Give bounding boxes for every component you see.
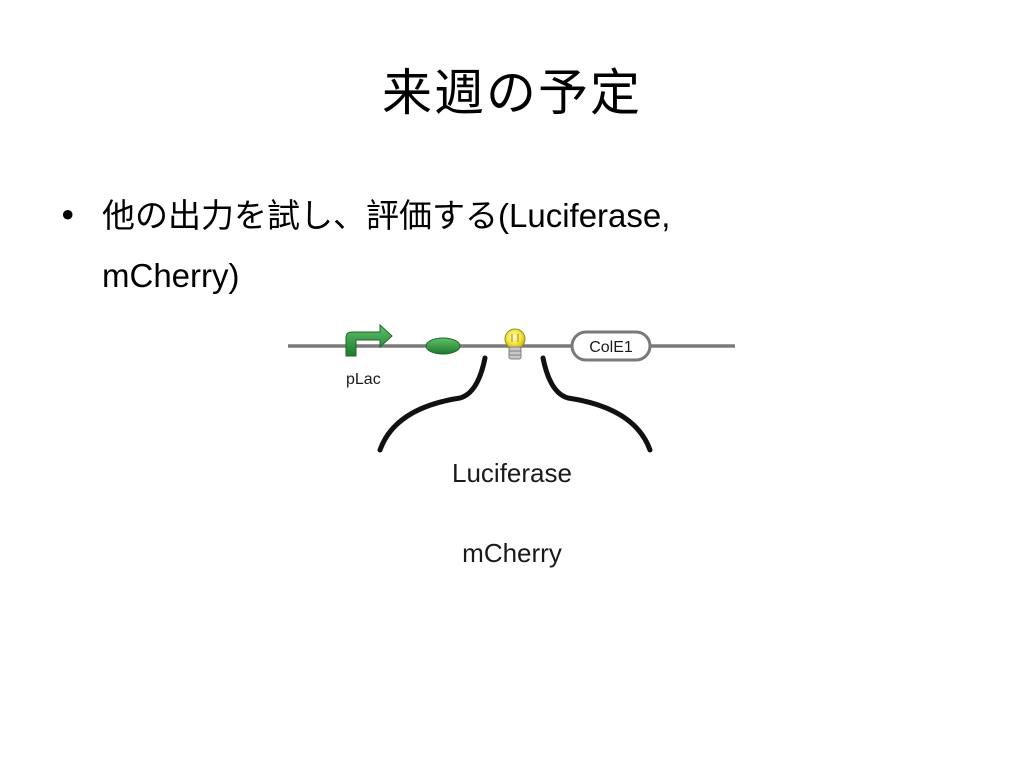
circuit-svg: pLac ColE1 Luciferase mCherry [288, 323, 735, 568]
genetic-circuit-diagram: pLac ColE1 Luciferase mCherry [280, 318, 750, 588]
gene-option-label: mCherry [462, 538, 562, 568]
bullet-text-jp: 他の出力を試し、評価する [102, 196, 498, 235]
rbs-ellipse-icon [425, 337, 461, 355]
bullet-text-en-line2: mCherry) [102, 257, 240, 294]
gene-option-label: Luciferase [452, 458, 572, 488]
slide-title: 来週の予定 [382, 64, 642, 122]
bullet-list: • 他の出力を試し、評価する(Luciferase, mCherry) [58, 186, 888, 306]
promoter-label: pLac [346, 371, 381, 388]
promoter-arrow-icon [345, 323, 393, 357]
lightbulb-icon [504, 328, 526, 360]
bullet-text-en-line1: (Luciferase, [498, 197, 671, 234]
bullet-item: • 他の出力を試し、評価する(Luciferase, mCherry) [58, 186, 888, 306]
brace-right-curve [540, 355, 653, 453]
brace-left-curve [377, 355, 488, 453]
bullet-dot-icon: • [58, 196, 78, 235]
origin-box-icon [570, 330, 652, 362]
origin-label: ColE1 [589, 339, 633, 356]
